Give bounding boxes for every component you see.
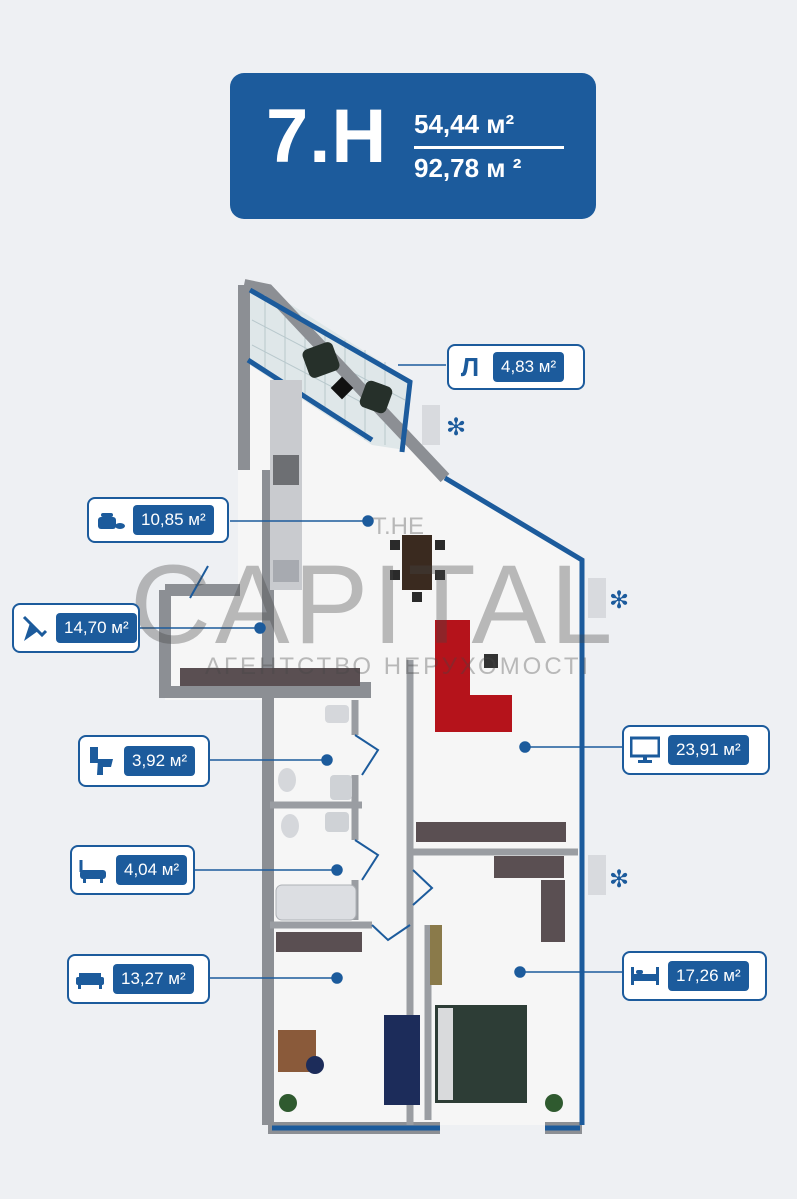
toilet-icon bbox=[86, 746, 116, 776]
kitchen-pot-icon bbox=[95, 505, 125, 535]
hallway-umbrella-icon bbox=[20, 613, 48, 643]
plant bbox=[545, 1094, 563, 1112]
room-area: 13,27 м² bbox=[113, 964, 194, 994]
plant bbox=[279, 1094, 297, 1112]
living-sofa bbox=[435, 620, 512, 732]
room-area: 4,83 м² bbox=[493, 352, 565, 382]
room-legend-toilet: 3,92 м² bbox=[78, 735, 210, 787]
room-legend-study: 13,27 м² bbox=[67, 954, 210, 1004]
toilet bbox=[281, 814, 299, 838]
sink bbox=[273, 560, 299, 582]
sofa-icon bbox=[75, 964, 105, 994]
apartment-name: 7.H bbox=[266, 94, 388, 179]
room-area: 3,92 м² bbox=[124, 746, 196, 776]
room-legend-living: 23,91 м² bbox=[622, 725, 770, 775]
chair bbox=[306, 1056, 324, 1074]
room-legend-balcony: Л 4,83 м² bbox=[447, 344, 585, 390]
room-area: 14,70 м² bbox=[56, 613, 137, 643]
dining-table bbox=[402, 535, 432, 590]
washbasin bbox=[330, 775, 352, 800]
svg-text:✻: ✻ bbox=[446, 413, 466, 441]
armchair bbox=[359, 380, 393, 414]
bathtub-icon bbox=[78, 855, 108, 885]
washbasin bbox=[325, 812, 349, 832]
watermark-top: T.HE bbox=[372, 513, 425, 540]
watermark-subtitle: АГЕНТСТВО НЕРУХОМОСТІ bbox=[205, 653, 592, 680]
room-area: 23,91 м² bbox=[668, 735, 749, 765]
stove bbox=[273, 455, 299, 485]
room-area: 4,04 м² bbox=[116, 855, 188, 885]
room-legend-hallway: 14,70 м² bbox=[12, 603, 140, 653]
room-area: 17,26 м² bbox=[668, 961, 749, 991]
room-legend-bathroom: 4,04 м² bbox=[70, 845, 195, 895]
area-block: 54,44 м² 92,78 м ² bbox=[414, 109, 574, 184]
room-area: 10,85 м² bbox=[133, 505, 214, 535]
coffee-table bbox=[484, 654, 498, 668]
apartment-header: 7.H 54,44 м² 92,78 м ² bbox=[230, 73, 596, 219]
balcony-label: Л bbox=[460, 351, 480, 382]
bed-icon bbox=[630, 961, 660, 991]
svg-text:✻: ✻ bbox=[609, 865, 629, 893]
bathtub bbox=[275, 884, 357, 921]
side-table bbox=[330, 376, 354, 400]
wardrobe-blue bbox=[384, 1015, 420, 1105]
watermark-logo: CAPITAL bbox=[130, 542, 617, 667]
svg-text:✻: ✻ bbox=[609, 586, 629, 614]
pillows bbox=[438, 1008, 453, 1100]
room-legend-kitchen: 10,85 м² bbox=[87, 497, 229, 543]
area-living: 54,44 м² bbox=[414, 109, 515, 139]
armchair bbox=[302, 342, 340, 378]
ac-unit bbox=[422, 405, 606, 895]
room-legend-bedroom: 17,26 м² bbox=[622, 951, 767, 1001]
washbasin bbox=[325, 705, 349, 723]
area-divider bbox=[414, 146, 564, 149]
area-total: 92,78 м ² bbox=[414, 153, 522, 183]
toilet bbox=[278, 768, 296, 792]
fan-icon: ✻ ✻ ✻ bbox=[446, 413, 629, 893]
wardrobe bbox=[180, 668, 566, 985]
tv-icon bbox=[630, 735, 660, 765]
